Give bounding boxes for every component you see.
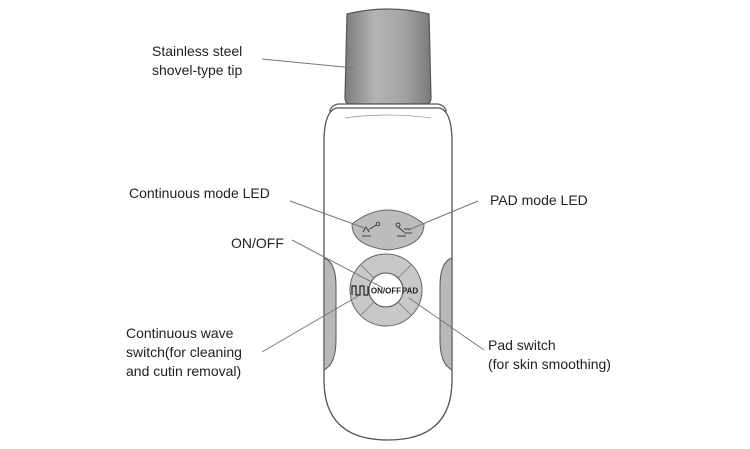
label-continuous-switch-line-3: and cutin removal) (126, 363, 241, 379)
right-side-grip (439, 257, 453, 371)
continuous-mode-led-icon (362, 221, 381, 237)
led-panel (351, 209, 425, 251)
leader-continuous-led (289, 200, 371, 231)
label-pad-switch-line-1: Pad switch (488, 337, 556, 353)
leader-tip (261, 58, 355, 69)
label-pad-switch: Pad switch (for skin smoothing) (488, 337, 611, 372)
left-side-grip (323, 257, 337, 371)
on-off-button[interactable] (368, 272, 404, 308)
label-pad-switch-line-2: (for skin smoothing) (488, 356, 611, 372)
label-on-off: ON/OFF (231, 235, 284, 251)
label-continuous-mode-led: Continuous mode LED (129, 185, 270, 201)
continuous-wave-switch[interactable] (351, 285, 369, 296)
pad-switch-label[interactable]: PAD (402, 287, 419, 296)
label-continuous-switch-line-2: switch(for cleaning (126, 344, 242, 360)
label-pad-mode-led: PAD mode LED (490, 192, 588, 208)
leader-on-off (291, 239, 384, 289)
leader-continuous-switch (261, 295, 359, 353)
leader-pad-switch (408, 297, 485, 351)
label-steel-tip-line-2: shovel-type tip (152, 62, 242, 78)
label-continuous-wave-switch: Continuous wave switch(for cleaning and … (126, 325, 246, 379)
on-off-button-label: ON/OFF (371, 287, 401, 296)
body-inner-contour (344, 114, 432, 119)
label-steel-tip: Stainless steel shovel-type tip (152, 43, 246, 78)
label-steel-tip-line-1: Stainless steel (152, 43, 242, 59)
label-continuous-switch-line-1: Continuous wave (126, 325, 234, 341)
leader-pad-led (407, 200, 479, 231)
continuous-wave-icon (351, 285, 369, 296)
steel-tip (344, 8, 432, 105)
